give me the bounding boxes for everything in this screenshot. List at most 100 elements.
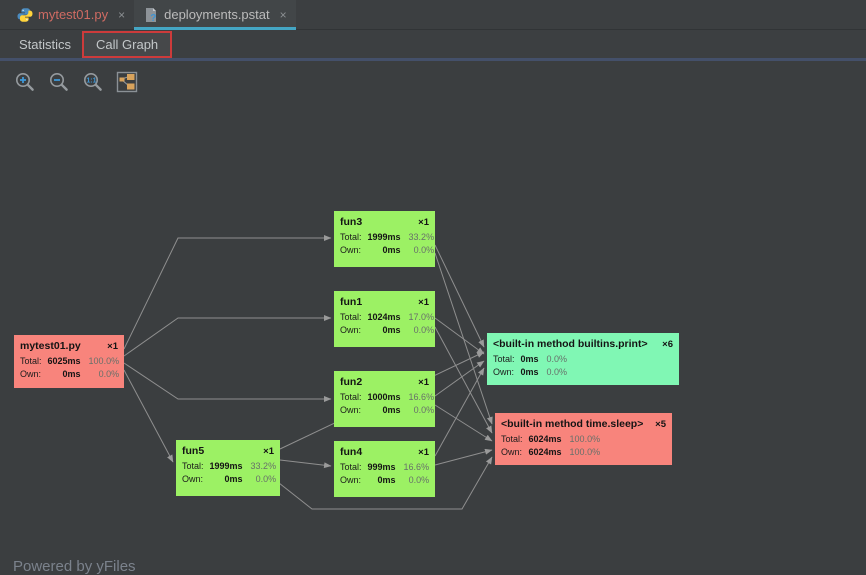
edge-fun4-to-sleep — [434, 448, 493, 466]
stat-percent-total: 17.0% — [408, 312, 435, 322]
node-title: mytest01.py — [20, 340, 81, 352]
node-title: <built-in method time.sleep> — [501, 418, 644, 430]
node-header: fun4×1 — [340, 446, 429, 458]
node-stats: Total: 1999ms 33.2% Own: 0ms 0.0% — [182, 461, 277, 485]
stat-label-total: Total: — [340, 312, 362, 322]
stat-label-total: Total: — [182, 461, 204, 471]
node-title: fun4 — [340, 446, 363, 458]
close-icon[interactable]: × — [279, 7, 287, 22]
node-header: <built-in method builtins.print>×6 — [493, 338, 673, 350]
stat-percent-own: 100.0% — [569, 447, 601, 457]
edge-fun1-to-print — [434, 317, 485, 355]
stat-label-own: Own: — [340, 475, 362, 485]
node-header: fun2 ×1 — [340, 376, 429, 388]
stat-percent-total: 33.2% — [250, 461, 277, 471]
stat-value-total: 0ms — [520, 354, 539, 364]
node-title: fun3 — [340, 216, 363, 228]
edge-fun5-to-fun4 — [279, 459, 332, 469]
stat-value-own: 0ms — [62, 369, 81, 379]
tab-call-graph[interactable]: Call Graph — [82, 30, 173, 58]
stat-label-total: Total: — [340, 392, 362, 402]
graph-toolbar: 1:1 — [13, 70, 139, 94]
stat-label-own: Own: — [501, 447, 523, 457]
panel-separator — [0, 58, 866, 61]
stat-label-own: Own: — [493, 367, 515, 377]
node-call-count: ×5 — [655, 419, 666, 430]
stat-label-own: Own: — [340, 245, 362, 255]
node-call-count: ×6 — [662, 339, 673, 350]
edge-mytest01-to-fun5 — [123, 369, 174, 463]
node-header: <built-in method time.sleep> ×5 — [501, 418, 666, 430]
stat-value-total: 1999ms — [367, 232, 401, 242]
profiler-view-tab-bar: Statistics Call Graph — [0, 30, 866, 58]
stat-label-own: Own: — [182, 474, 204, 484]
stat-value-total: 1000ms — [367, 392, 401, 402]
stat-label-total: Total: — [20, 356, 42, 366]
stat-value-total: 1999ms — [209, 461, 243, 471]
editor-tab-deployments-pstat[interactable]: ? deployments.pstat × — [134, 0, 296, 30]
editor-tab-bar: mytest01.py × ? deployments.pstat × — [0, 0, 866, 30]
zoom-actual-size-icon[interactable]: 1:1 — [81, 70, 105, 94]
stat-value-own: 6024ms — [528, 447, 562, 457]
powered-by-yfiles-label: Powered by yFiles — [13, 558, 136, 575]
edge-mytest01-to-fun3 — [123, 235, 332, 350]
edge-fun1-to-sleep — [434, 326, 493, 434]
svg-text:?: ? — [150, 13, 156, 23]
stat-label-own: Own: — [340, 325, 362, 335]
edge-mytest01-to-fun2 — [123, 362, 332, 402]
stat-percent-own: 0.0% — [408, 475, 430, 485]
node-header: fun1×1 — [340, 296, 429, 308]
stat-percent-total: 100.0% — [88, 356, 120, 366]
node-call-count: ×1 — [418, 377, 429, 388]
node-call-count: ×1 — [107, 341, 118, 352]
stat-value-own: 0ms — [224, 474, 243, 484]
editor-tab-mytest01[interactable]: mytest01.py × — [8, 0, 134, 29]
stat-percent-total: 33.2% — [408, 232, 435, 242]
stat-value-total: 999ms — [367, 462, 396, 472]
node-title: fun2 — [340, 376, 363, 388]
zoom-out-icon[interactable] — [47, 70, 71, 94]
stat-value-own: 0ms — [382, 245, 401, 255]
svg-text:1:1: 1:1 — [86, 78, 96, 85]
stat-percent-own: 0.0% — [255, 474, 277, 484]
editor-tab-label: deployments.pstat — [164, 7, 270, 22]
stat-percent-own: 0.0% — [546, 367, 568, 377]
node-stats: Total: 6025ms 100.0% Own: 0ms 0.0% — [20, 356, 120, 380]
close-icon[interactable]: × — [118, 7, 126, 22]
stat-label-total: Total: — [493, 354, 515, 364]
stat-label-own: Own: — [20, 369, 42, 379]
tab-statistics[interactable]: Statistics — [19, 36, 72, 52]
stat-value-total: 6025ms — [47, 356, 81, 366]
stat-value-own: 0ms — [520, 367, 539, 377]
node-title: fun5 — [182, 445, 205, 457]
stat-percent-own: 0.0% — [98, 369, 120, 379]
fit-content-icon[interactable] — [115, 70, 139, 94]
edge-fun2-to-sleep — [434, 404, 493, 442]
node-title: fun1 — [340, 296, 363, 308]
stat-percent-own: 0.0% — [413, 325, 435, 335]
zoom-in-icon[interactable] — [13, 70, 37, 94]
stat-percent-own: 0.0% — [413, 405, 435, 415]
stat-percent-total: 100.0% — [569, 434, 601, 444]
stat-label-total: Total: — [340, 462, 362, 472]
stat-value-own: 0ms — [382, 325, 401, 335]
edge-fun4-to-print — [434, 367, 485, 457]
stat-percent-total: 16.6% — [408, 392, 435, 402]
node-header: mytest01.py ×1 — [20, 340, 118, 352]
stat-value-own: 0ms — [382, 405, 401, 415]
node-header: fun3×1 — [340, 216, 429, 228]
